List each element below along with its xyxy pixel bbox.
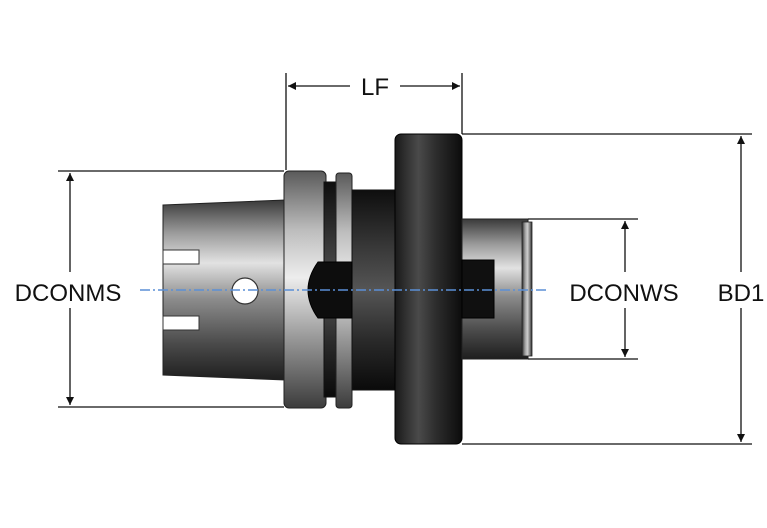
lf-label: LF: [361, 74, 389, 101]
dconws-label: DCONWS: [569, 280, 678, 307]
drive-key: [307, 261, 353, 319]
bd1-label: BD1: [718, 280, 765, 307]
flange: [394, 133, 463, 445]
tool-holder-body: [162, 133, 533, 445]
dimension-dconws: DCONWS: [528, 218, 679, 360]
shank-hole: [231, 277, 259, 305]
dconms-label: DCONMS: [15, 280, 122, 307]
shank-slot-top: [162, 249, 200, 265]
dimension-dconms: DCONMS: [15, 170, 284, 408]
dimension-bd1: BD1: [462, 133, 765, 445]
spigot-bevel: [521, 221, 533, 357]
spigot-key: [461, 259, 495, 319]
dimension-lf: LF: [285, 73, 463, 170]
shank-slot-bottom: [162, 315, 200, 331]
